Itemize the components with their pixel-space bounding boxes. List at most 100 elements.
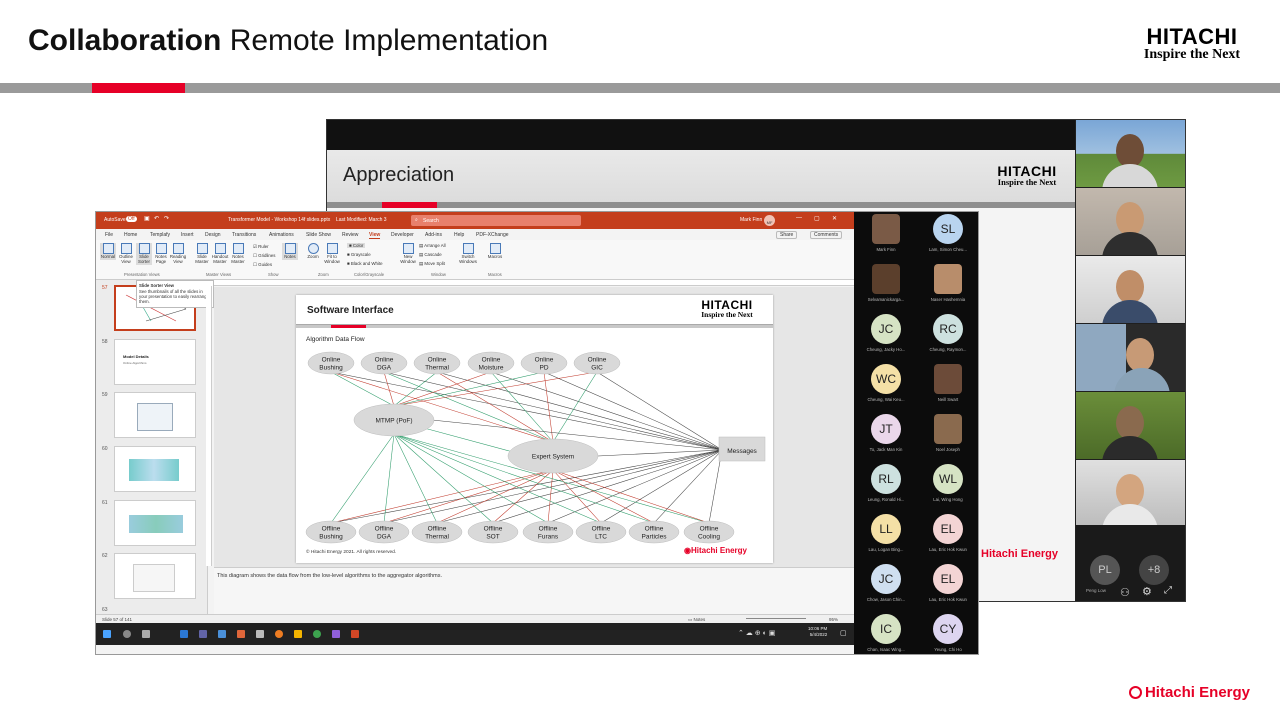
share-button[interactable]: Share xyxy=(776,231,798,239)
visual-studio-icon[interactable] xyxy=(332,630,340,638)
participant-tile[interactable]: Noel Joseph xyxy=(918,414,978,452)
minimize-icon[interactable]: — xyxy=(796,215,802,221)
tab-file[interactable]: File xyxy=(105,232,114,238)
guides-checkbox[interactable]: ☐ Guides xyxy=(253,262,273,267)
fullscreen-icon[interactable]: ⤢ xyxy=(1164,585,1172,596)
video-tile[interactable] xyxy=(1076,256,1185,323)
ruler-checkbox[interactable]: ☑ Ruler xyxy=(253,244,269,249)
video-tile[interactable] xyxy=(1076,392,1185,459)
tab-slide-show[interactable]: Slide Show xyxy=(306,232,332,238)
tab-review[interactable]: Review xyxy=(342,232,359,238)
current-slide[interactable]: Software Interface HITACHI Inspire the N… xyxy=(296,295,773,563)
maximize-icon[interactable]: ▢ xyxy=(814,216,820,222)
participant-tile[interactable]: Neill Swart xyxy=(918,364,978,402)
zoom-button[interactable]: Zoom xyxy=(306,243,320,260)
slide-master-button[interactable]: Slide Master xyxy=(194,243,210,265)
arrange-all-button[interactable]: ▤ Arrange All xyxy=(419,243,446,248)
handout-master-button[interactable]: Handout Master xyxy=(211,243,229,265)
user-avatar[interactable]: MF xyxy=(764,215,775,226)
onenote-icon[interactable] xyxy=(218,630,226,638)
tab-developer[interactable]: Developer xyxy=(391,232,414,238)
video-tile[interactable] xyxy=(1076,460,1185,525)
close-icon[interactable]: ✕ xyxy=(832,216,838,222)
tab-pdf-xchange[interactable]: PDF-XChange xyxy=(476,232,509,238)
slide-thumbnail[interactable] xyxy=(114,446,196,492)
zoom-slider[interactable] xyxy=(746,618,806,619)
save-icon[interactable]: ▣ xyxy=(144,216,150,222)
participant-tile[interactable]: Selvamanickarga... xyxy=(856,264,916,302)
tab-add-ins[interactable]: Add-ins xyxy=(425,232,442,238)
autosave-toggle[interactable]: Off xyxy=(126,216,137,222)
fit-to-window-button[interactable]: Fit to Window xyxy=(322,243,342,265)
tab-help[interactable]: Help xyxy=(454,232,465,238)
people-icon[interactable]: ⚇ xyxy=(1120,587,1130,599)
powerpoint-icon[interactable] xyxy=(351,630,359,638)
comments-button[interactable]: Comments xyxy=(810,231,843,239)
tab-home[interactable]: Home xyxy=(124,232,138,238)
video-tile[interactable] xyxy=(1076,188,1185,255)
undo-icon[interactable]: ↶ xyxy=(154,216,160,222)
notes-pane[interactable]: This diagram shows the data flow from th… xyxy=(214,567,978,614)
app-icon[interactable] xyxy=(256,630,264,638)
new-window-button[interactable]: New Window xyxy=(398,243,418,265)
participant-tile[interactable]: Naser Hashemnia xyxy=(918,264,978,302)
notes-button[interactable]: Notes xyxy=(282,243,298,260)
move-split-button[interactable]: ▤ Move Split xyxy=(419,261,445,266)
firefox-icon[interactable] xyxy=(275,630,283,638)
cascade-button[interactable]: ▤ Cascade xyxy=(419,252,442,257)
task-view-icon[interactable] xyxy=(142,630,150,638)
notification-icon[interactable]: ▢ xyxy=(840,630,847,637)
redo-icon[interactable]: ↷ xyxy=(164,216,170,222)
slide-thumbnail[interactable]: Model Details Online Algorithms xyxy=(114,339,196,385)
switch-windows-button[interactable]: Switch Windows xyxy=(456,243,480,265)
taskbar-search-icon[interactable] xyxy=(123,630,131,638)
system-tray-icons[interactable]: ⌃ ☁ ⊕ ◐ ▣ xyxy=(738,630,776,637)
participant-avatar[interactable]: PL xyxy=(1090,555,1120,585)
app-icon[interactable] xyxy=(237,630,245,638)
windows-start-icon[interactable] xyxy=(103,630,111,638)
normal-view-button[interactable]: Normal xyxy=(100,243,116,260)
color-button[interactable]: ■ Color xyxy=(347,243,366,248)
participant-tile[interactable]: Mark Finn xyxy=(856,214,916,252)
tab-animations[interactable]: Animations xyxy=(269,232,294,238)
grayscale-button[interactable]: ■ Grayscale xyxy=(347,252,371,257)
slide-thumbnail[interactable] xyxy=(114,500,196,546)
slide-thumbnail[interactable] xyxy=(114,392,196,438)
settings-icon[interactable]: ⚙ xyxy=(1142,586,1152,598)
tab-insert[interactable]: Insert xyxy=(181,232,194,238)
teams-icon[interactable] xyxy=(199,630,207,638)
status-notes-button[interactable]: ▭ Notes xyxy=(688,617,706,622)
search-box[interactable]: ⌕ Search xyxy=(411,215,581,226)
outline-view-button[interactable]: Outline View xyxy=(118,243,134,265)
macros-button[interactable]: Macros xyxy=(486,243,504,260)
gridlines-checkbox[interactable]: ☐ Gridlines xyxy=(253,253,276,258)
reading-view-button[interactable]: Reading View xyxy=(169,243,187,265)
chrome-icon[interactable] xyxy=(313,630,321,638)
notes-page-button[interactable]: Notes Page xyxy=(153,243,169,265)
black-white-button[interactable]: ■ Black and White xyxy=(347,261,383,266)
tab-view[interactable]: View xyxy=(369,232,381,239)
video-tile[interactable] xyxy=(1076,120,1185,187)
more-participants[interactable]: +8 xyxy=(1139,555,1169,585)
video-tile[interactable] xyxy=(1076,324,1185,391)
file-explorer-icon[interactable] xyxy=(294,630,302,638)
notes-master-button[interactable]: Notes Master xyxy=(230,243,246,265)
tab-design[interactable]: Design xyxy=(205,232,221,238)
tab-transitions[interactable]: Transitions xyxy=(232,232,257,238)
outlook-icon[interactable] xyxy=(180,630,188,638)
slide-sorter-button[interactable]: Slide Sorter xyxy=(136,243,152,265)
slide-thumbnail[interactable] xyxy=(114,553,196,599)
